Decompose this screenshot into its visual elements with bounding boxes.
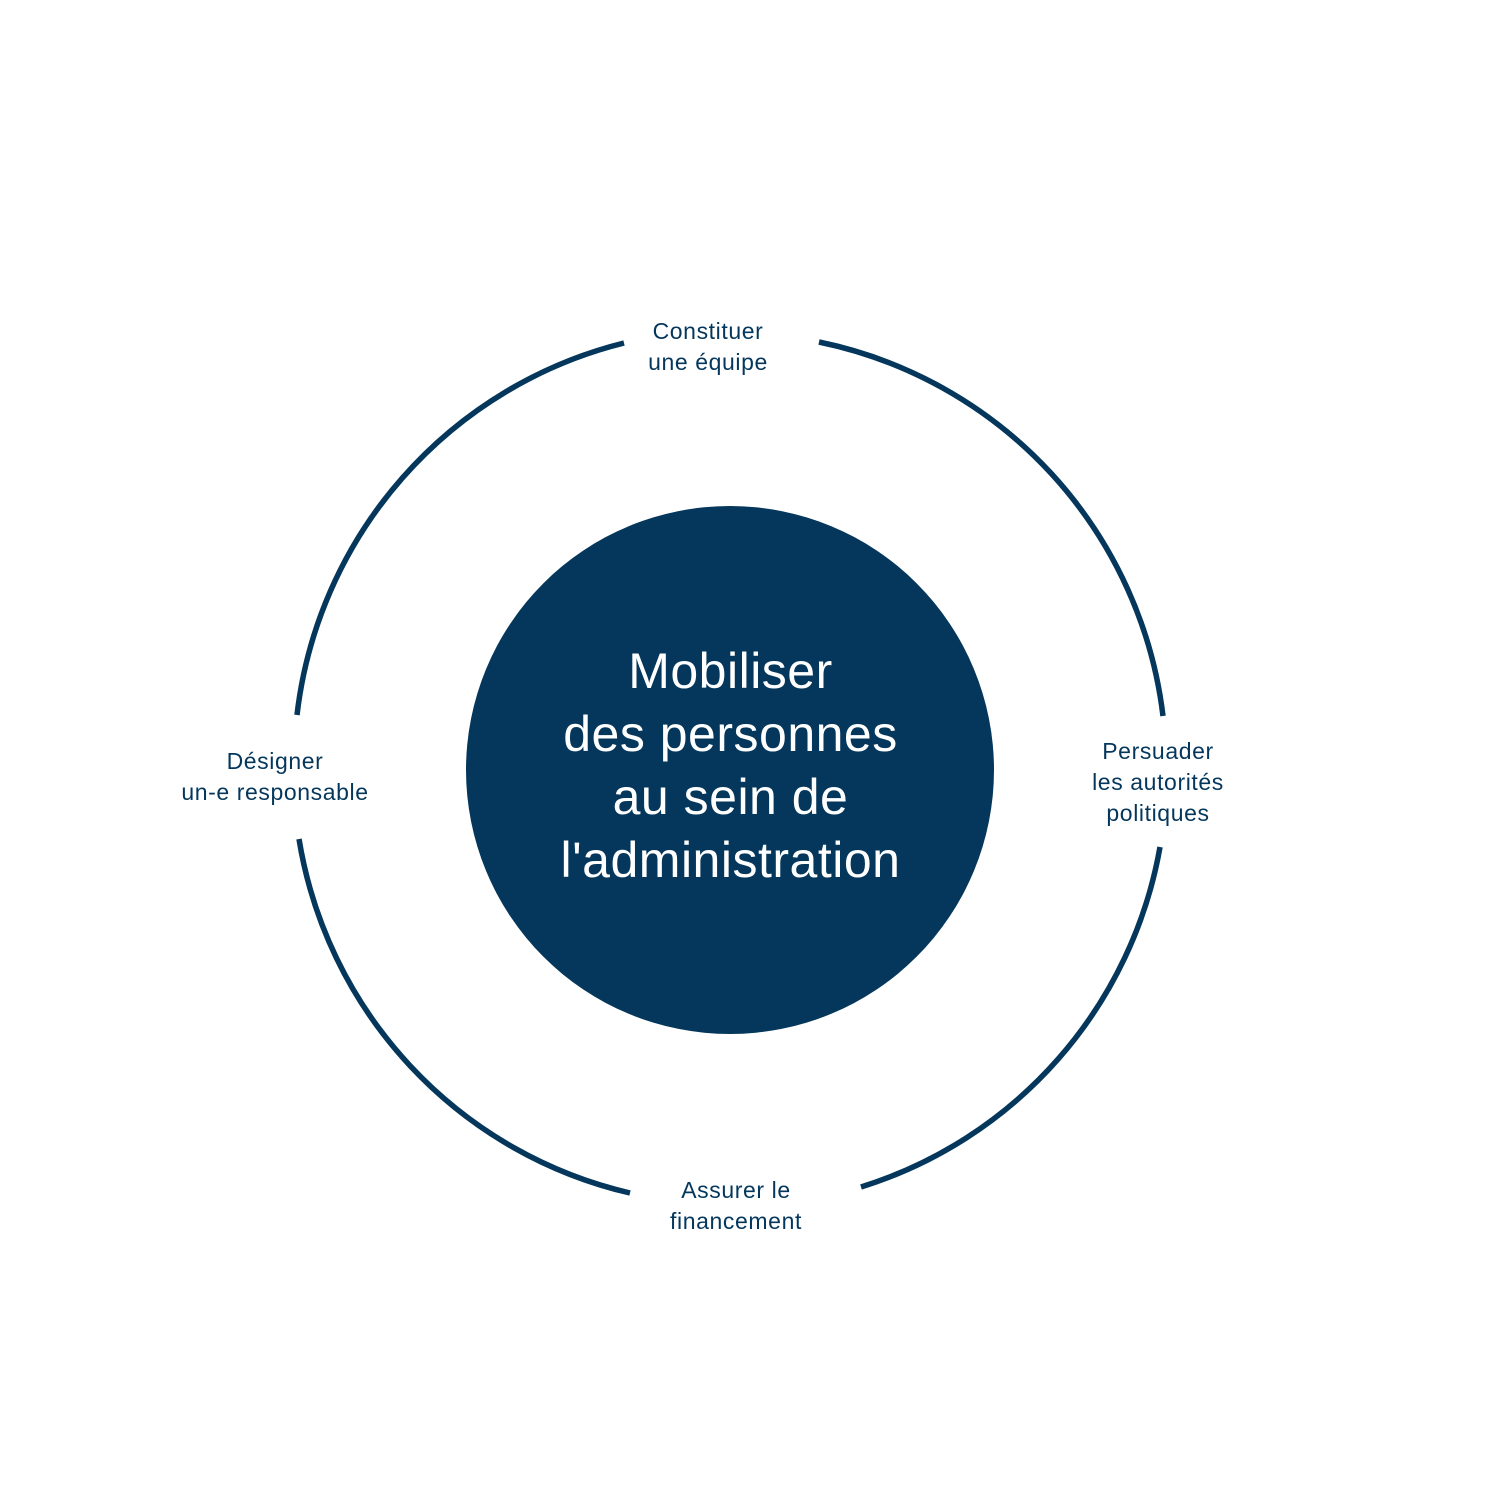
node-label-line: les autorités [1092,769,1224,795]
node-label-line: politiques [1106,800,1210,826]
center-title-line-3: au sein de [612,769,849,825]
node-label-line: Désigner [226,748,324,774]
node-label-designer: Désigner un-e responsable [125,746,425,808]
node-label-constituer: Constituer une équipe [558,316,858,378]
node-label-line: financement [670,1208,802,1234]
center-title-line-1: Mobiliser [628,643,833,699]
center-title-line-2: des personnes [563,706,898,762]
node-label-line: un-e responsable [181,779,369,805]
node-label-line: Assurer le [681,1177,791,1203]
node-label-line: Persuader [1102,738,1214,764]
ring-arc-top-right [818,339,1166,717]
node-label-line: une équipe [648,349,768,375]
ring-arc-bottom-right [860,846,1163,1190]
center-title-line-4: l'administration [560,832,901,888]
center-title: Mobiliser des personnes au sein de l'adm… [468,640,993,892]
ring-arc-bottom-left [296,838,631,1196]
center-circle [466,506,994,1034]
node-label-assurer: Assurer le financement [586,1175,886,1237]
ring-arc-top-left [294,340,625,716]
node-label-persuader: Persuader les autorités politiques [1008,736,1308,829]
node-label-line: Constituer [652,318,764,344]
